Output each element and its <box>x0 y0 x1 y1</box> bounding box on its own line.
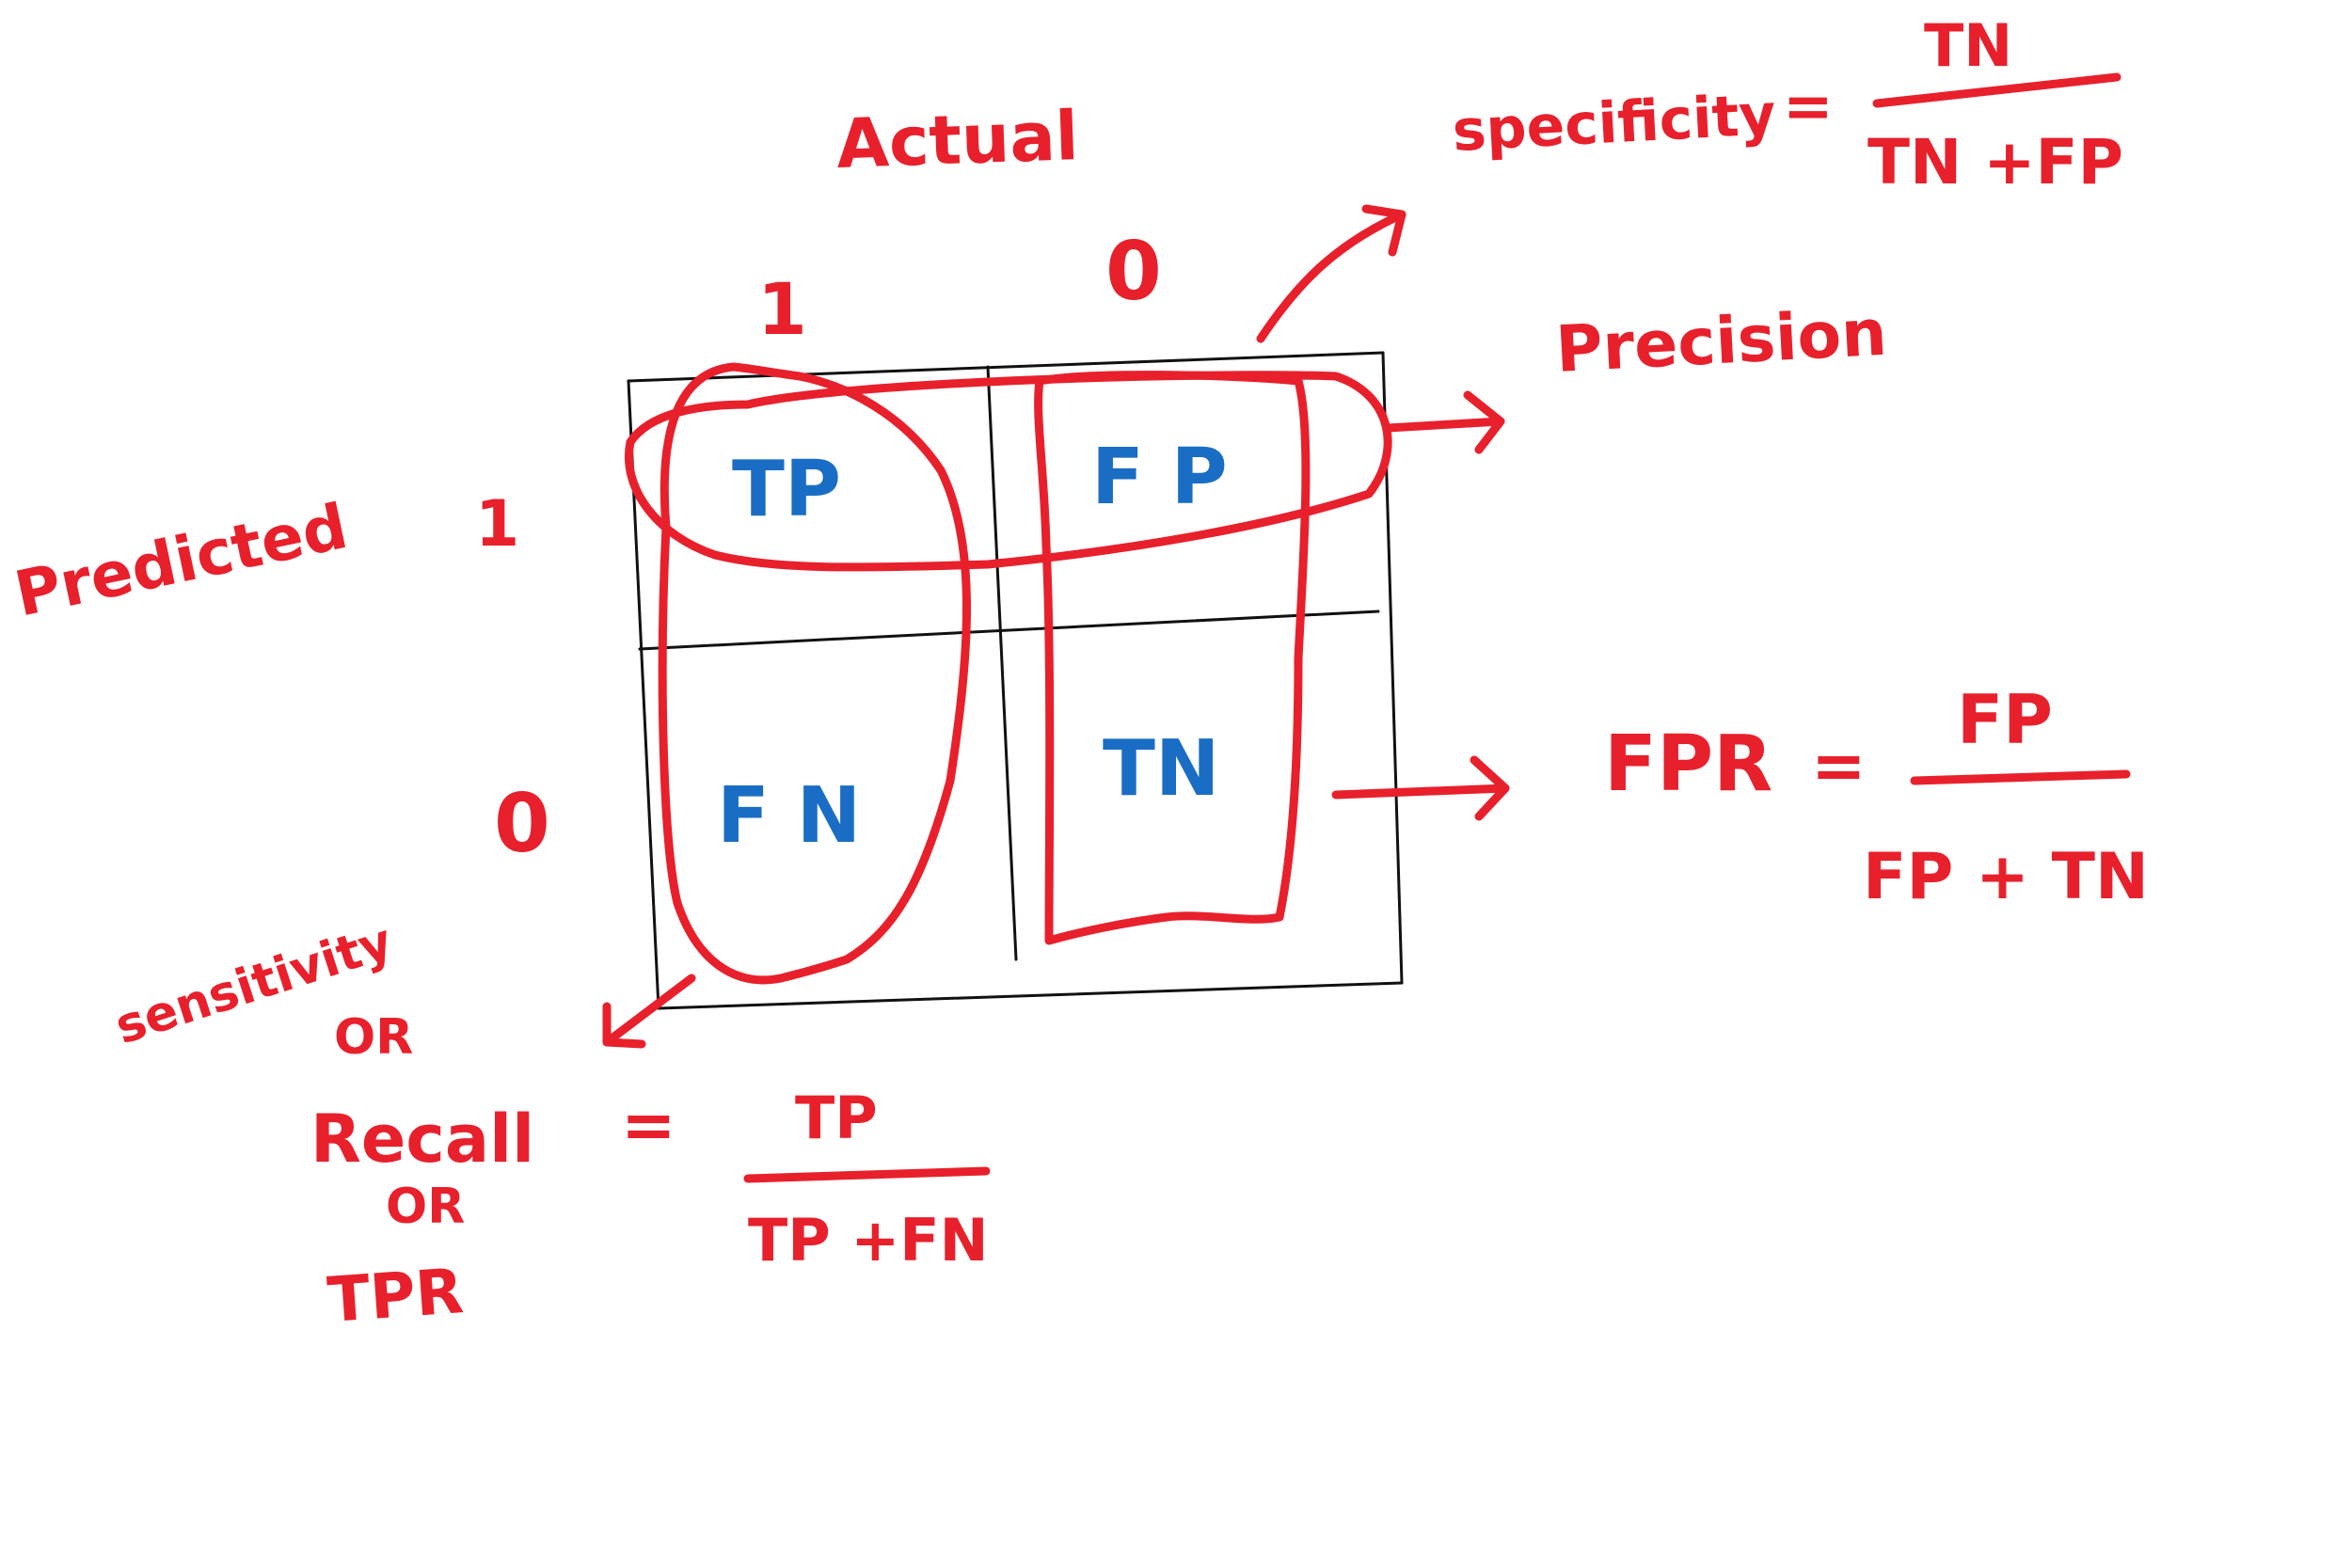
specificity-numerator: TN <box>1924 11 2012 80</box>
fraction-bars <box>743 72 2131 1183</box>
specificity-arrowhead <box>1361 204 1406 257</box>
precision-arrow <box>1383 417 1505 433</box>
recall-denominator: TP +FN <box>748 1206 989 1275</box>
cell-fp: F P <box>1091 433 1228 522</box>
grid-bottom-line <box>657 981 1404 1010</box>
actual-1-label: 1 <box>757 267 807 351</box>
grid-top-line <box>627 351 1385 383</box>
recall-numerator: TP <box>795 1084 878 1152</box>
fpr-equals: = <box>1811 727 1867 804</box>
precision-arrowhead <box>1463 390 1505 454</box>
annotation-arrows <box>602 204 1510 1049</box>
tpr-label: TPR <box>326 1255 466 1337</box>
grid-middle-horizontal <box>638 610 1380 651</box>
predicted-0-label: 0 <box>494 777 550 871</box>
recall-label: Recall <box>310 1101 534 1178</box>
cell-fn: F N <box>717 771 861 861</box>
specificity-loop <box>1034 371 1311 945</box>
specificity-equals: = <box>1783 72 1834 142</box>
recall-arrowhead <box>602 1002 646 1049</box>
fpr-arrow <box>1331 784 1510 800</box>
cell-tn: TN <box>1103 724 1220 814</box>
predicted-label: Predicted <box>8 490 353 631</box>
annotation-loops <box>625 362 1392 985</box>
fpr-denominator: FP + TN <box>1863 840 2149 914</box>
cell-tp: TP <box>732 445 841 534</box>
fpr-arrowhead <box>1470 755 1510 821</box>
fpr-label: FPR <box>1604 720 1772 809</box>
fpr-numerator: FP <box>1957 680 2053 759</box>
recall-fraction-bar <box>743 1166 991 1183</box>
specificity-arrow <box>1256 210 1406 343</box>
or-label-1: OR <box>334 1009 413 1066</box>
specificity-fraction-bar <box>1872 72 2122 108</box>
specificity-label: specificity <box>1451 82 1777 165</box>
precision-label: Precision <box>1554 296 1889 388</box>
specificity-denominator: TN +FP <box>1867 126 2123 198</box>
actual-0-label: 0 <box>1105 225 1162 319</box>
recall-loop <box>658 362 971 985</box>
predicted-1-label: 1 <box>475 487 519 562</box>
or-label-2: OR <box>386 1179 465 1235</box>
grid-middle-vertical <box>986 365 1018 961</box>
recall-arrow <box>602 974 696 1047</box>
recall-equals: = <box>621 1086 676 1164</box>
actual-label: Actual <box>835 96 1080 183</box>
fpr-fraction-bar <box>1910 769 2131 785</box>
